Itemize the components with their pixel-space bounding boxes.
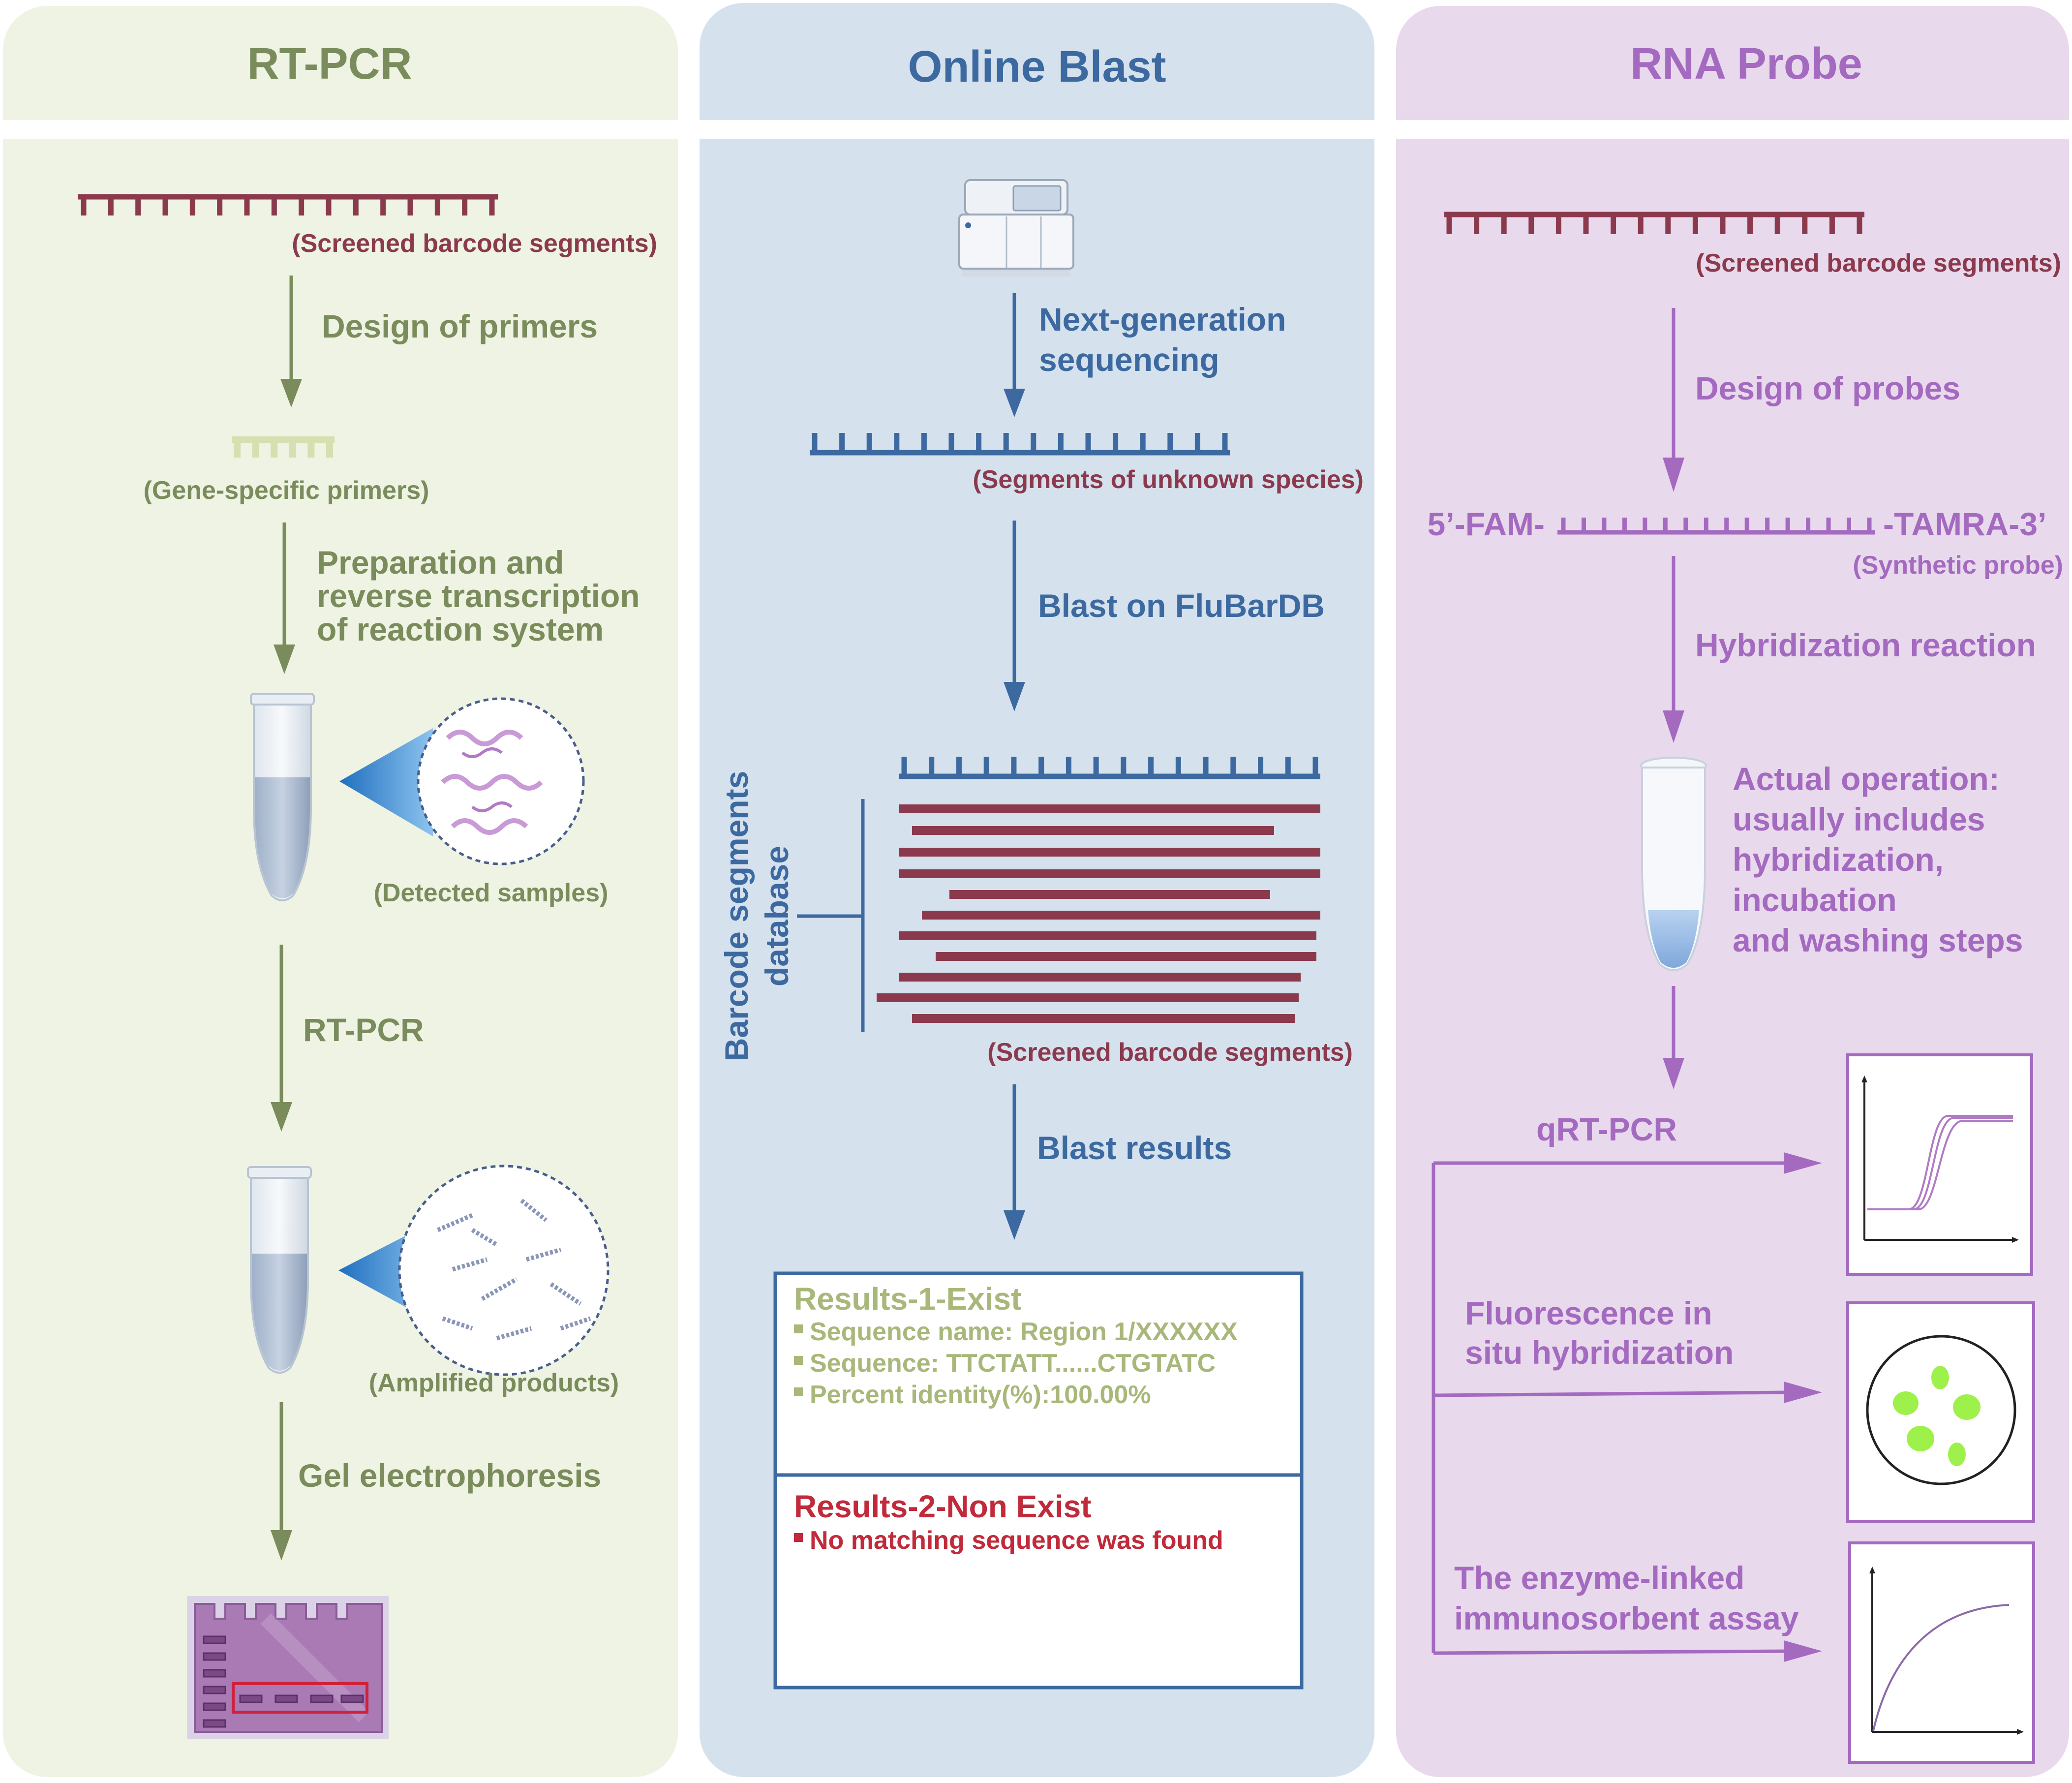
query-strand	[899, 757, 1320, 779]
qpcr-curve-panel	[1846, 1053, 2033, 1276]
unknown-species-strand	[810, 433, 1230, 456]
blast-arrow-1	[1004, 293, 1025, 417]
rt-step-preparation-2: reverse transcription	[317, 578, 640, 614]
probe-operation-line-5: and washing steps	[1733, 922, 2023, 958]
database-bracket	[797, 799, 865, 1032]
database-label-line2: database	[759, 846, 795, 986]
database-label: Barcode segments database	[718, 771, 795, 1062]
method-fish-line-1: Fluorescence in	[1465, 1295, 1712, 1331]
probe-tamra-label: -TAMRA-3’	[1883, 506, 2046, 542]
blast-step-flubardb: Blast on FluBarDB	[1038, 587, 1325, 624]
rt-barcode-strand	[78, 194, 498, 215]
probe-step-hybridization: Hybridization reaction	[1695, 627, 2036, 663]
probe-barcode-label: (Screened barcode segments)	[1696, 249, 2061, 277]
rt-primer-label: (Gene-specific primers)	[144, 476, 429, 505]
rt-step-design-primers: Design of primers	[322, 308, 598, 344]
method-elisa-line-2: immunosorbent assay	[1454, 1600, 1799, 1636]
result-2-bullet-1	[794, 1533, 803, 1542]
rt-step-preparation-1: Preparation and	[317, 544, 564, 581]
probe-header-bg-bottom	[1396, 74, 2069, 120]
sample-tube-icon	[250, 693, 315, 901]
reaction-tube-icon	[1640, 757, 1707, 971]
rt-arrow-4	[271, 1402, 292, 1561]
elisa-curve-panel	[1848, 1541, 2035, 1764]
result-1-bullet-3	[794, 1387, 803, 1396]
blast-results-box	[773, 1271, 1304, 1690]
result-1-bullet-2	[794, 1356, 803, 1365]
result-1-item-3: Percent identity(%):100.00%	[810, 1381, 1151, 1409]
blast-step-results: Blast results	[1037, 1130, 1232, 1166]
rt-arrow-2	[274, 523, 295, 674]
probe-step-design: Design of probes	[1695, 370, 1960, 406]
database-segment-bars	[877, 804, 1320, 1023]
result-1-title: Results-1-Exist	[794, 1281, 1021, 1317]
fish-cell-panel	[1846, 1301, 2035, 1523]
rt-step-gel: Gel electrophoresis	[298, 1457, 601, 1494]
fluorescent-spot	[1948, 1443, 1966, 1466]
probe-operation-line-4: incubation	[1733, 882, 1897, 918]
database-label-line1: Barcode segments	[718, 771, 755, 1062]
probe-body-bg-top	[1396, 139, 2069, 198]
probe-arrow-3	[1663, 986, 1684, 1089]
sequencer-icon	[958, 179, 1074, 277]
rt-pcr-header-bg-bottom	[3, 74, 678, 120]
blast-arrow-3	[1004, 1084, 1025, 1240]
probe-arrow-1	[1663, 308, 1684, 492]
method-elisa-line-1: The enzyme-linked	[1454, 1560, 1745, 1596]
rt-pcr-body-bg	[3, 139, 678, 1777]
blast-step-ngs-2: sequencing	[1039, 341, 1219, 378]
result-1-item-1: Sequence name: Region 1/XXXXXX	[810, 1318, 1238, 1346]
primer-icon	[232, 436, 335, 458]
rt-amplified-label: (Amplified products)	[369, 1369, 619, 1397]
result-1-item-2: Sequence: TTCTATT......CTGTATC	[810, 1349, 1216, 1378]
probe-arrow-2	[1663, 556, 1684, 743]
fluorescent-spot	[1953, 1394, 1981, 1420]
zoom-cone-1	[339, 728, 433, 836]
synthetic-probe-label: (Synthetic probe)	[1853, 551, 2063, 580]
branch-arrowhead-1	[1784, 1152, 1822, 1174]
gel-electrophoresis-icon	[187, 1596, 389, 1739]
rt-pcr-title: RT-PCR	[247, 39, 412, 89]
probe-barcode-strand	[1444, 212, 1864, 234]
method-branch-connector	[1432, 1161, 1791, 1655]
blast-header-bg-bottom	[700, 74, 1374, 120]
product-tube-icon	[247, 1166, 312, 1374]
probe-operation-line-1: Actual operation:	[1733, 761, 2000, 797]
probe-operation-line-3: hybridization,	[1733, 841, 1944, 878]
rt-barcode-label: (Screened barcode segments)	[292, 229, 657, 258]
rt-pcr-body-bg-top	[3, 139, 678, 198]
fluorescent-spot	[1893, 1391, 1919, 1415]
result-1-bullet-1	[794, 1324, 803, 1333]
rna-probe-title: RNA Probe	[1630, 39, 1862, 89]
blast-arrow-2	[1004, 521, 1025, 711]
blast-screened-label: (Screened barcode segments)	[987, 1038, 1353, 1067]
probe-fam-label: 5’-FAM-	[1428, 506, 1545, 542]
method-fish-line-2: situ hybridization	[1465, 1334, 1734, 1371]
rt-arrow-1	[280, 276, 302, 407]
fluorescent-spot	[1931, 1366, 1949, 1389]
rt-step-preparation-3: of reaction system	[317, 611, 604, 647]
blast-unknown-label: (Segments of unknown species)	[973, 465, 1364, 494]
rt-step-rt-pcr: RT-PCR	[303, 1012, 424, 1048]
branch-arrowhead-2	[1784, 1382, 1822, 1403]
probe-operation-line-2: usually includes	[1733, 801, 1985, 837]
dna-product-magnifier	[398, 1165, 609, 1376]
branch-arrowhead-3	[1784, 1640, 1822, 1662]
result-2-item-1: No matching sequence was found	[810, 1526, 1223, 1555]
method-qrt-pcr: qRT-PCR	[1536, 1111, 1677, 1147]
synthetic-probe-strand	[1557, 518, 1875, 535]
rna-sample-magnifier	[417, 697, 585, 865]
rt-detected-label: (Detected samples)	[374, 879, 609, 907]
blast-step-ngs-1: Next-generation	[1039, 301, 1286, 338]
fluorescent-spot	[1907, 1426, 1934, 1451]
online-blast-title: Online Blast	[908, 42, 1166, 92]
rt-arrow-3	[271, 945, 292, 1132]
result-2-title: Results-2-Non Exist	[794, 1489, 1092, 1524]
